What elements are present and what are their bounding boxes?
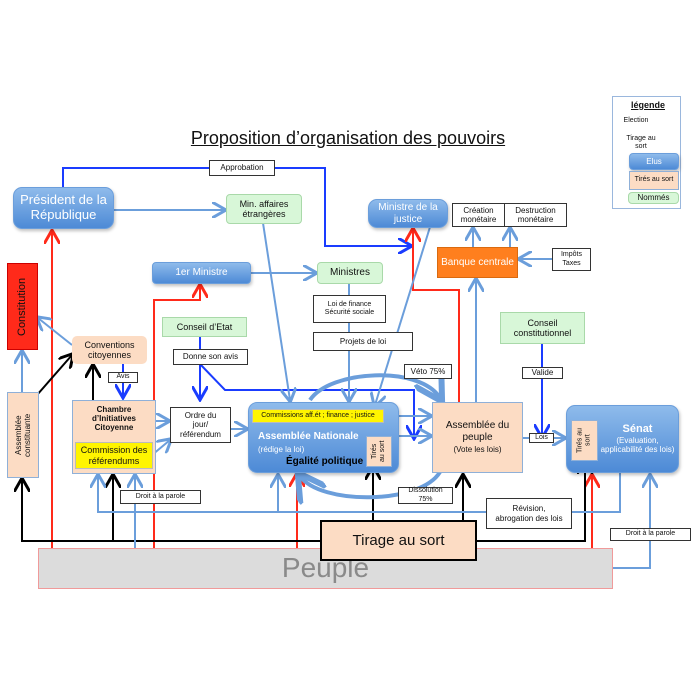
min-affaires-node: Min. affaires étrangères (226, 194, 302, 224)
conseil-const-node: Conseil constitutionnel (500, 312, 585, 344)
constitution-node: Constitution (7, 263, 38, 350)
impots-node: Impôts Taxes (552, 248, 591, 271)
premier-ministre-node: 1er Ministre (152, 262, 251, 284)
legend (612, 96, 681, 209)
approbation-label: Approbation (209, 160, 275, 176)
legend-heading: légende (630, 99, 665, 110)
legend-election: Election (623, 116, 649, 124)
ap-subtitle: (Vote les lois) (453, 445, 502, 455)
ministres-node: Ministres (317, 262, 383, 284)
commission-referendums: Commission des référendums (75, 442, 153, 469)
revision-label: Révision, abrogation des lois (486, 498, 572, 529)
assemblee-peuple-node: Assemblée du peuple (Vote les lois) (432, 402, 523, 473)
an-title: Assemblée Nationale (258, 431, 359, 442)
dissolution-label: Dissolution 75% (398, 487, 453, 504)
tirage-senat (476, 462, 585, 542)
constituante-conventions (36, 355, 72, 396)
veto-label: Véto 75% (404, 364, 452, 379)
page-title: Proposition d’organisation des pouvoirs (190, 128, 506, 148)
droit-parole-right: Droit à la parole (610, 528, 691, 541)
legend-tires: Tirés au sort (629, 171, 679, 190)
legend-tirage: Tirage au sort (626, 134, 656, 150)
lois-label: Lois (529, 433, 554, 443)
destruction-node: Destruction monétaire (504, 203, 567, 227)
an-egalite: Égalité politique (286, 455, 364, 467)
tirage-au-sort-node: Tirage au sort (320, 520, 477, 561)
loi-finance-node: Loi de finance Sécurité sociale (313, 295, 386, 323)
senat-subtitle: (Evaluation, applicabilité des lois) (600, 436, 675, 455)
ministre-justice-node: Ministre de la justice (368, 199, 448, 228)
senat-tires-au-sort: Tirés au sort (571, 420, 598, 461)
creation-node: Création monétaire (452, 203, 505, 227)
avis-label: Avis (108, 372, 138, 383)
approbation-line (62, 167, 410, 246)
legend-elus: Elus (629, 153, 679, 170)
conventions-node: Conventions citoyennes (72, 336, 147, 364)
donne-avis-label: Donne son avis (173, 349, 248, 365)
election-justice (413, 230, 460, 402)
ap-title: Assemblée du peuple (445, 420, 510, 443)
ordre-jour-node: Ordre du jour/ référendum (170, 407, 231, 443)
legend-nommes: Nommés (628, 192, 679, 204)
commissions-bar: Commissions aff.ét ; finance ; justice (252, 409, 384, 423)
projets-loi-node: Projets de loi (313, 332, 413, 351)
tirage-main (22, 480, 320, 542)
banque-centrale-node: Banque centrale (437, 247, 518, 278)
an-subtitle: (rédige la loi) (258, 444, 305, 454)
valide-label: Valide (522, 367, 563, 379)
an-tires-au-sort: Tirés au sort (366, 436, 392, 467)
assemblee-constituante-node: Assemblée constituante (7, 392, 39, 478)
droit-parole-left: Droit à la parole (120, 490, 201, 504)
conseil-etat-node: Conseil d’Etat (162, 317, 247, 337)
president-node: Président de la République (13, 187, 114, 229)
chambre-title: Chambre d’Initiatives Citoyenne (91, 405, 136, 433)
senat-title: Sénat (622, 423, 653, 436)
